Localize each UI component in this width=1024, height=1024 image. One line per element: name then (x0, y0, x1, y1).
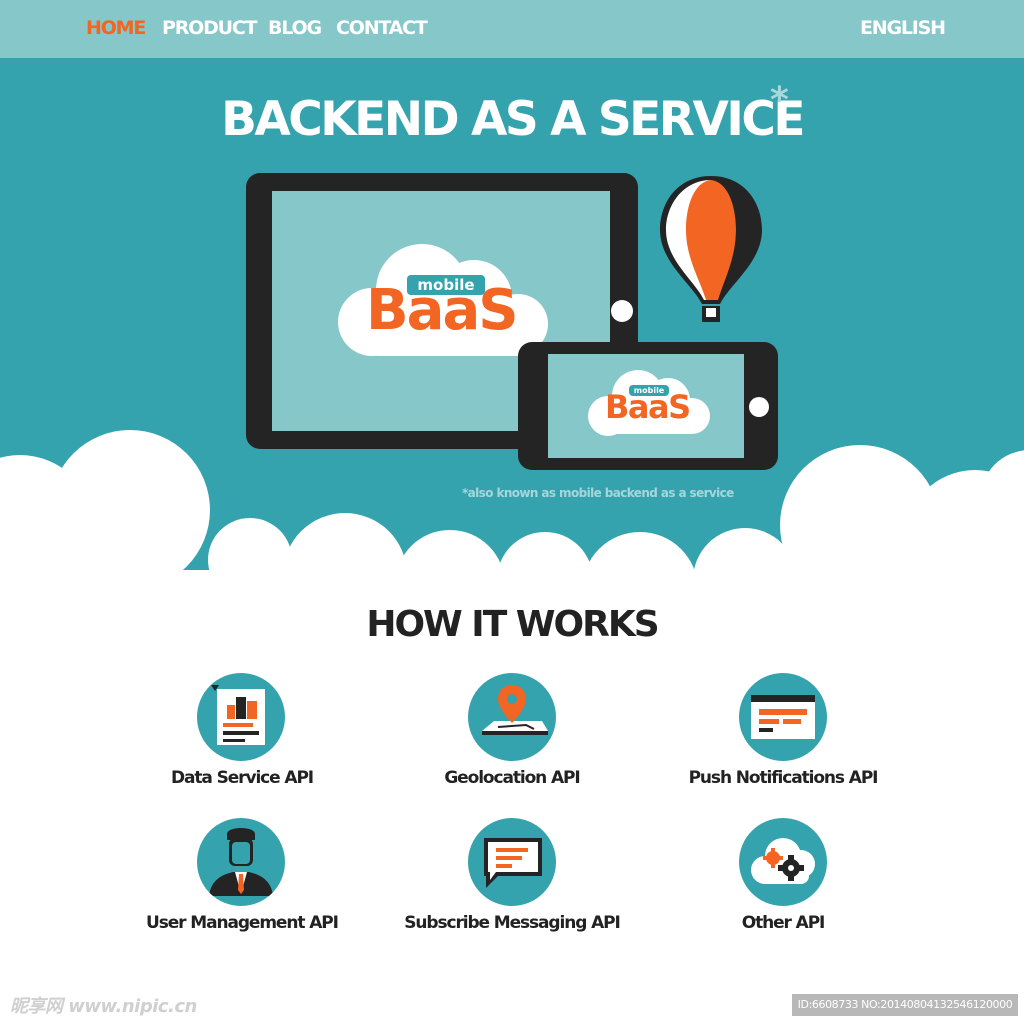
feature-other-api-label: Other API (741, 913, 826, 933)
top-nav: HOME PRODUCT BLOG CONTACT ENGLISH (0, 0, 1024, 58)
baas-logo-cloud-small (588, 370, 710, 436)
nav-contact-link[interactable]: CONTACT (336, 17, 428, 39)
hero-footnote: *also known as mobile backend as a servi… (462, 486, 734, 500)
nav-blog-link[interactable]: BLOG (268, 17, 322, 39)
nav-product-link[interactable]: PRODUCT (162, 17, 258, 39)
cloud-border-decoration (980, 450, 1024, 550)
watermark-right: ID:6608733 NO:20140804132546120000 (792, 994, 1018, 1016)
map-pin-icon (468, 673, 556, 761)
chat-bubble-icon (468, 818, 556, 906)
hero-title-asterisk: * (770, 80, 789, 121)
how-it-works-title: HOW IT WORKS (366, 604, 659, 645)
nav-home-link[interactable]: HOME (86, 17, 146, 39)
language-selector[interactable]: ENGLISH (860, 17, 946, 39)
hot-air-balloon-icon (660, 176, 762, 322)
user-icon (197, 818, 285, 906)
feature-subscribe-messaging-label: Subscribe Messaging API (404, 913, 621, 933)
feature-user-management-label: User Management API (146, 913, 339, 933)
tablet-home-button (611, 300, 633, 322)
logo-baas-large: BaaS (366, 278, 519, 343)
watermark-left: 昵享网 www.nipic.cn (10, 996, 197, 1017)
chart-document-icon (197, 673, 285, 761)
hero-title: BACKEND AS A SERVICE (221, 92, 805, 147)
logo-mobile-tag-small: mobile (629, 385, 669, 396)
feature-push-notifications-label: Push Notifications API (688, 768, 879, 788)
logo-baas-small: BaaS (605, 388, 691, 426)
feature-data-service-label: Data Service API (171, 768, 314, 788)
browser-window-icon (739, 673, 827, 761)
logo-mobile-tag-large: mobile (407, 275, 485, 295)
phone-home-button (749, 397, 769, 417)
cloud-gears-icon (739, 818, 827, 906)
feature-geolocation-label: Geolocation API (444, 768, 580, 788)
